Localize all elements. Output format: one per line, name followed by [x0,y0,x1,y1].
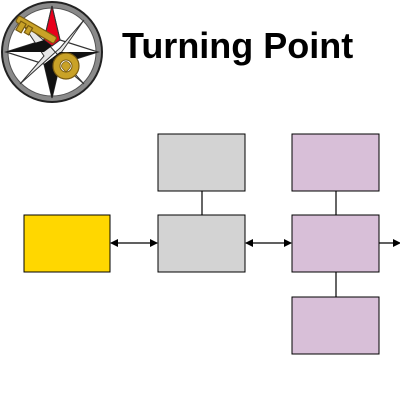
node-gray-top-box [157,133,246,192]
compass-key-logo-icon [1,1,103,103]
node-purple-top-box [291,133,380,192]
page-title: Turning Point [122,25,354,66]
node-purple-bottom-box [291,296,380,355]
node-start-box [23,214,111,273]
node-gray-main-box [157,214,246,273]
node-purple-main-box [291,214,380,273]
